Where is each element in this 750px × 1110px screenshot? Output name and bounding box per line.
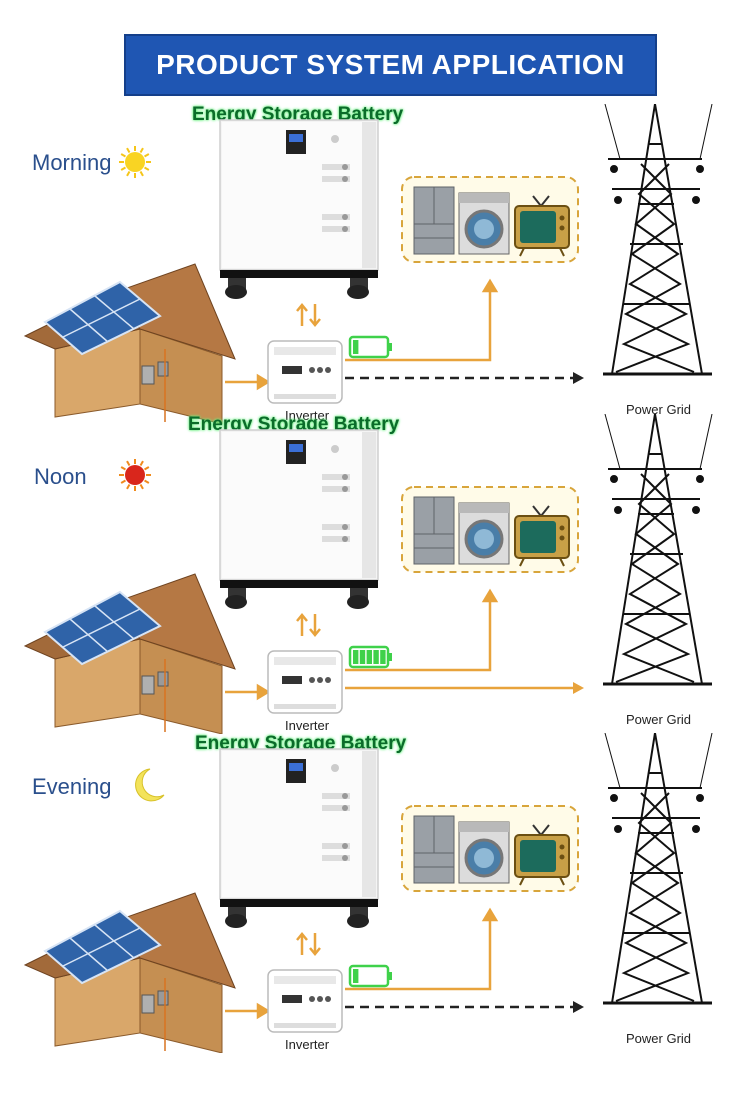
inverter-label: Inverter [285,718,330,733]
scene-diagram [23,733,713,1053]
house-icon [23,573,236,734]
arrow-inverter-to-grid [345,1001,584,1013]
power-tower-icon [603,414,713,686]
inverter-label: Inverter [285,408,330,423]
scene-diagram [23,104,713,424]
power-tower-icon [603,733,713,1005]
bidirectional-arrow-icon [296,303,321,327]
arrow-house-to-inverter [225,373,271,391]
arrow-inverter-to-grid [345,682,584,694]
time-of-day-label: Evening [32,774,112,799]
arrow-inverter-to-appliances [345,278,499,362]
inverter-icon [267,340,343,404]
washing-machine-icon [458,502,510,565]
time-of-day-label: Morning [32,150,112,175]
arrow-inverter-to-appliances [345,907,499,991]
bidirectional-arrow-icon [296,613,321,637]
scene-diagram [23,414,713,734]
refrigerator-icon [413,186,455,255]
time-of-day-label: Noon [34,464,87,489]
television-icon [514,505,570,567]
charge-cell [353,340,359,354]
charge-cell [359,650,366,664]
battery-level-icon [348,964,392,988]
appliances-group [401,805,579,892]
refrigerator-icon [413,815,455,884]
solar-panel-icon [43,909,162,985]
arrowhead-icon [573,372,584,384]
arrow-house-to-inverter [225,683,271,701]
washing-machine-icon [458,821,510,884]
charge-cell [353,969,359,983]
charge-cell [353,650,359,664]
energy-storage-battery-icon [219,748,379,928]
charge-cell [366,650,372,664]
washing-machine-icon [458,192,510,255]
page-title: PRODUCT SYSTEM APPLICATION [124,34,657,96]
power-grid-label: Power Grid [626,712,692,727]
appliances-group [401,176,579,263]
arrow-inverter-to-grid [345,372,584,384]
energy-storage-battery-icon [219,429,379,609]
scene-noon: Energy Storage Battery [0,414,750,734]
power-tower-icon [603,104,713,376]
house-icon [23,892,236,1053]
refrigerator-icon [413,496,455,565]
solar-panel-icon [43,280,162,356]
power-grid-label: Power Grid [626,1031,692,1046]
arrowhead-icon [573,682,584,694]
appliances-group [401,486,579,573]
charge-cell [373,650,379,664]
power-grid-label: Power Grid [626,402,692,417]
arrowhead-icon [573,1001,584,1013]
scene-evening: Energy Storage Battery [0,733,750,1053]
television-icon [514,824,570,886]
battery-level-icon [348,335,392,359]
battery-level-icon [348,645,392,669]
arrow-inverter-to-appliances [345,588,499,672]
inverter-icon [267,969,343,1033]
inverter-label: Inverter [285,1037,330,1052]
charge-cell [380,650,386,664]
moon-icon [135,768,165,802]
scene-morning: Energy Storage Battery [0,104,750,424]
energy-storage-battery-icon [219,119,379,299]
sun-icon [119,146,151,178]
bidirectional-arrow-icon [296,932,321,956]
television-icon [514,195,570,257]
sun-icon [119,459,151,491]
solar-panel-icon [43,590,162,666]
arrow-house-to-inverter [225,1002,271,1020]
inverter-icon [267,650,343,714]
house-icon [23,263,236,424]
